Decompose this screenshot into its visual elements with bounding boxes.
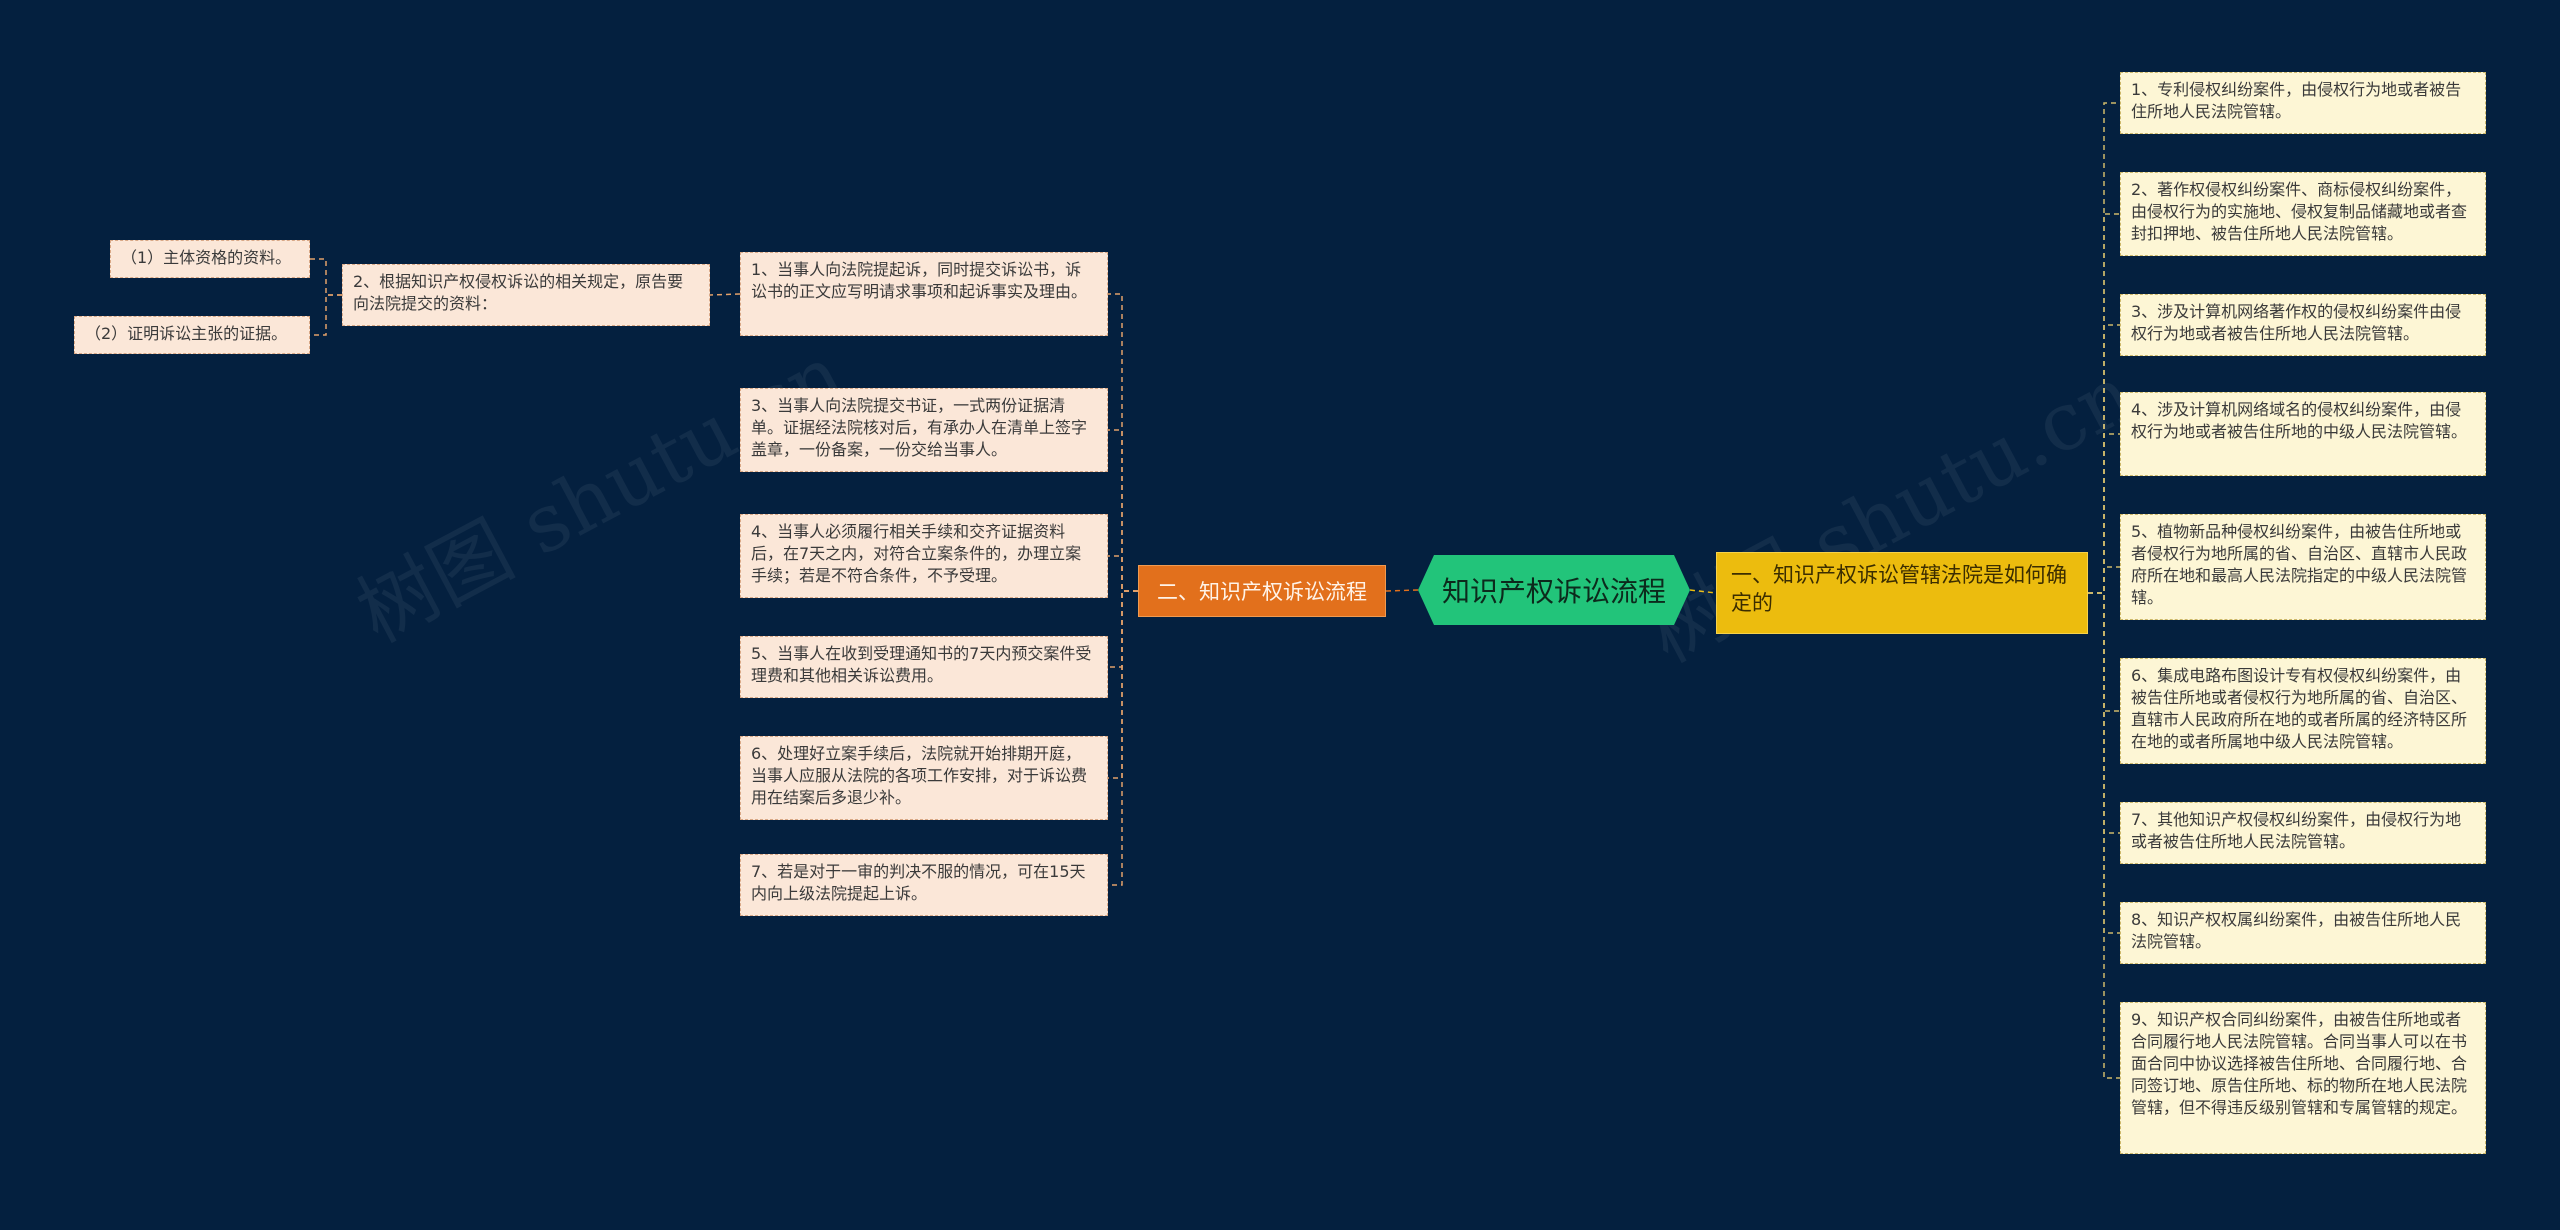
jurisdiction-item-2[interactable]: 2、著作权侵权纠纷案件、商标侵权纠纷案件，由侵权行为的实施地、侵权复制品储藏地或… — [2120, 172, 2486, 256]
step1-step2-link — [709, 293, 741, 296]
jurisdiction-item-8[interactable]: 8、知识产权权属纠纷案件，由被告住所地人民法院管辖。 — [2120, 902, 2486, 964]
jurisdiction-item-3-link — [2088, 324, 2120, 594]
branch-jurisdiction[interactable]: 一、知识产权诉讼管辖法院是如何确定的 — [1716, 552, 2088, 634]
procedure-step-3-link — [1108, 429, 1138, 592]
procedure-step-1-link — [1108, 293, 1138, 592]
procedure-step-4[interactable]: 4、当事人必须履行相关手续和交齐证据资料后，在7天之内，对符合立案条件的，办理立… — [740, 514, 1108, 598]
material-item-1[interactable]: （1）主体资格的资料。 — [110, 240, 310, 278]
procedure-step-6-link — [1108, 590, 1138, 779]
jurisdiction-item-5[interactable]: 5、植物新品种侵权纠纷案件，由被告住所地或者侵权行为地所属的省、自治区、直辖市人… — [2120, 514, 2486, 620]
jurisdiction-item-9-link — [2088, 592, 2120, 1079]
procedure-step-6[interactable]: 6、处理好立案手续后，法院就开始排期开庭，当事人应服从法院的各项工作安排，对于诉… — [740, 736, 1108, 820]
material-item-2-link — [310, 294, 342, 336]
jurisdiction-item-5-link — [2088, 566, 2120, 594]
jurisdiction-item-8-link — [2088, 592, 2120, 934]
jurisdiction-item-3[interactable]: 3、涉及计算机网络著作权的侵权纠纷案件由侵权行为地或者被告住所地人民法院管辖。 — [2120, 294, 2486, 356]
jurisdiction-item-4-link — [2088, 433, 2120, 594]
procedure-step-5[interactable]: 5、当事人在收到受理通知书的7天内预交案件受理费和其他相关诉讼费用。 — [740, 636, 1108, 698]
procedure-step-1[interactable]: 1、当事人向法院提起诉，同时提交诉讼书，诉讼书的正文应写明请求事项和起诉事实及理… — [740, 252, 1108, 336]
branch-procedure[interactable]: 二、知识产权诉讼流程 — [1138, 565, 1386, 617]
jurisdiction-item-1[interactable]: 1、专利侵权纠纷案件，由侵权行为地或者被告住所地人民法院管辖。 — [2120, 72, 2486, 134]
material-item-1-link — [310, 258, 342, 296]
procedure-step-5-link — [1108, 590, 1138, 668]
procedure-step-7[interactable]: 7、若是对于一审的判决不服的情况，可在15天内向上级法院提起上诉。 — [740, 854, 1108, 916]
procedure-step-7-link — [1108, 590, 1138, 886]
procedure-step-2[interactable]: 2、根据知识产权侵权诉讼的相关规定，原告要向法院提交的资料： — [342, 264, 710, 326]
root-left-link — [1385, 589, 1419, 592]
root-right-link — [1689, 589, 1717, 594]
jurisdiction-item-6[interactable]: 6、集成电路布图设计专有权侵权纠纷案件，由被告住所地或者侵权行为地所属的省、自治… — [2120, 658, 2486, 764]
procedure-step-3[interactable]: 3、当事人向法院提交书证，一式两份证据清单。证据经法院核对后，有承办人在清单上签… — [740, 388, 1108, 472]
jurisdiction-item-7[interactable]: 7、其他知识产权侵权纠纷案件，由侵权行为地或者被告住所地人民法院管辖。 — [2120, 802, 2486, 864]
root-topic[interactable]: 知识产权诉讼流程 — [1418, 555, 1690, 625]
jurisdiction-item-4[interactable]: 4、涉及计算机网络域名的侵权纠纷案件，由侵权行为地或者被告住所地的中级人民法院管… — [2120, 392, 2486, 476]
material-item-2[interactable]: （2）证明诉讼主张的证据。 — [74, 316, 310, 354]
procedure-step-4-link — [1108, 555, 1138, 592]
jurisdiction-item-9[interactable]: 9、知识产权合同纠纷案件，由被告住所地或者合同履行地人民法院管辖。合同当事人可以… — [2120, 1002, 2486, 1154]
